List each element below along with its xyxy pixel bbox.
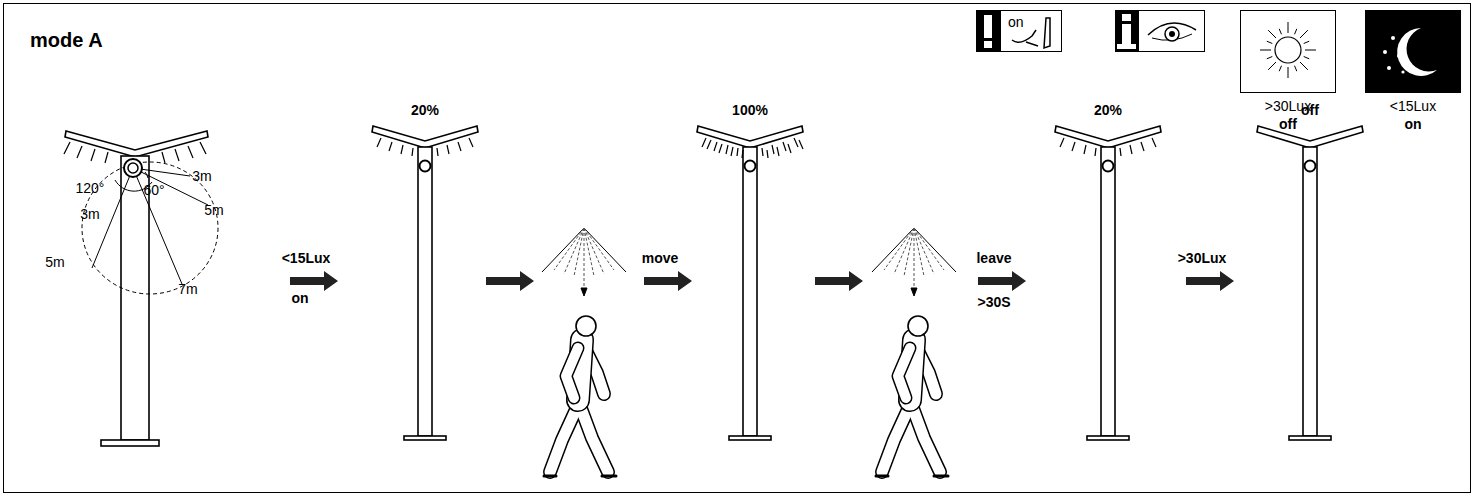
annotation-label: <15Lux xyxy=(282,250,331,266)
annotation-label: 20% xyxy=(411,102,439,118)
icon-outline xyxy=(1365,10,1461,134)
walking-person xyxy=(544,316,616,476)
annotation-label: 7m xyxy=(178,281,197,297)
lamp-detection-figure xyxy=(64,131,218,446)
annotation-label: 3m xyxy=(192,168,211,184)
icon-caption: on xyxy=(1008,14,1024,30)
annotation-label: 100% xyxy=(732,102,768,118)
daylight-icon: >30Lux off xyxy=(1240,10,1336,134)
annotation-label: leave xyxy=(976,250,1011,266)
warning-icon: on xyxy=(976,10,1062,52)
lamp-off xyxy=(1257,126,1363,440)
icon-caption: <15Lux xyxy=(1390,98,1436,114)
lamp-20-percent xyxy=(372,126,478,440)
annotation-label: 3m xyxy=(80,206,99,222)
motion-sensor-cone xyxy=(872,228,956,296)
motion-sensor-cone xyxy=(542,228,626,296)
icon-outline xyxy=(1240,10,1336,134)
annotation-label: >30S xyxy=(977,294,1010,310)
icon-caption: on xyxy=(1404,116,1421,132)
annotation-label: on xyxy=(291,290,308,306)
annotation-label: >30Lux xyxy=(1178,250,1227,266)
lamp-100-percent xyxy=(697,126,803,440)
annotation-label: 5m xyxy=(45,254,64,270)
annotation-label: 20% xyxy=(1094,102,1122,118)
frame xyxy=(4,4,1471,493)
info-icon xyxy=(1115,10,1205,52)
walking-person xyxy=(876,316,948,476)
diagram-title: mode A xyxy=(30,28,103,52)
flow-arrow xyxy=(290,271,1234,291)
annotation-label: 60° xyxy=(143,182,164,198)
annotation-label: 120° xyxy=(76,180,105,196)
icon-caption: >30Lux xyxy=(1265,98,1311,114)
annotation-label: move xyxy=(642,250,679,266)
lamp-20-percent xyxy=(1055,126,1161,440)
annotation-label: 5m xyxy=(204,202,223,218)
night-icon: <15Lux on xyxy=(1365,10,1461,134)
icon-caption: off xyxy=(1279,116,1297,132)
